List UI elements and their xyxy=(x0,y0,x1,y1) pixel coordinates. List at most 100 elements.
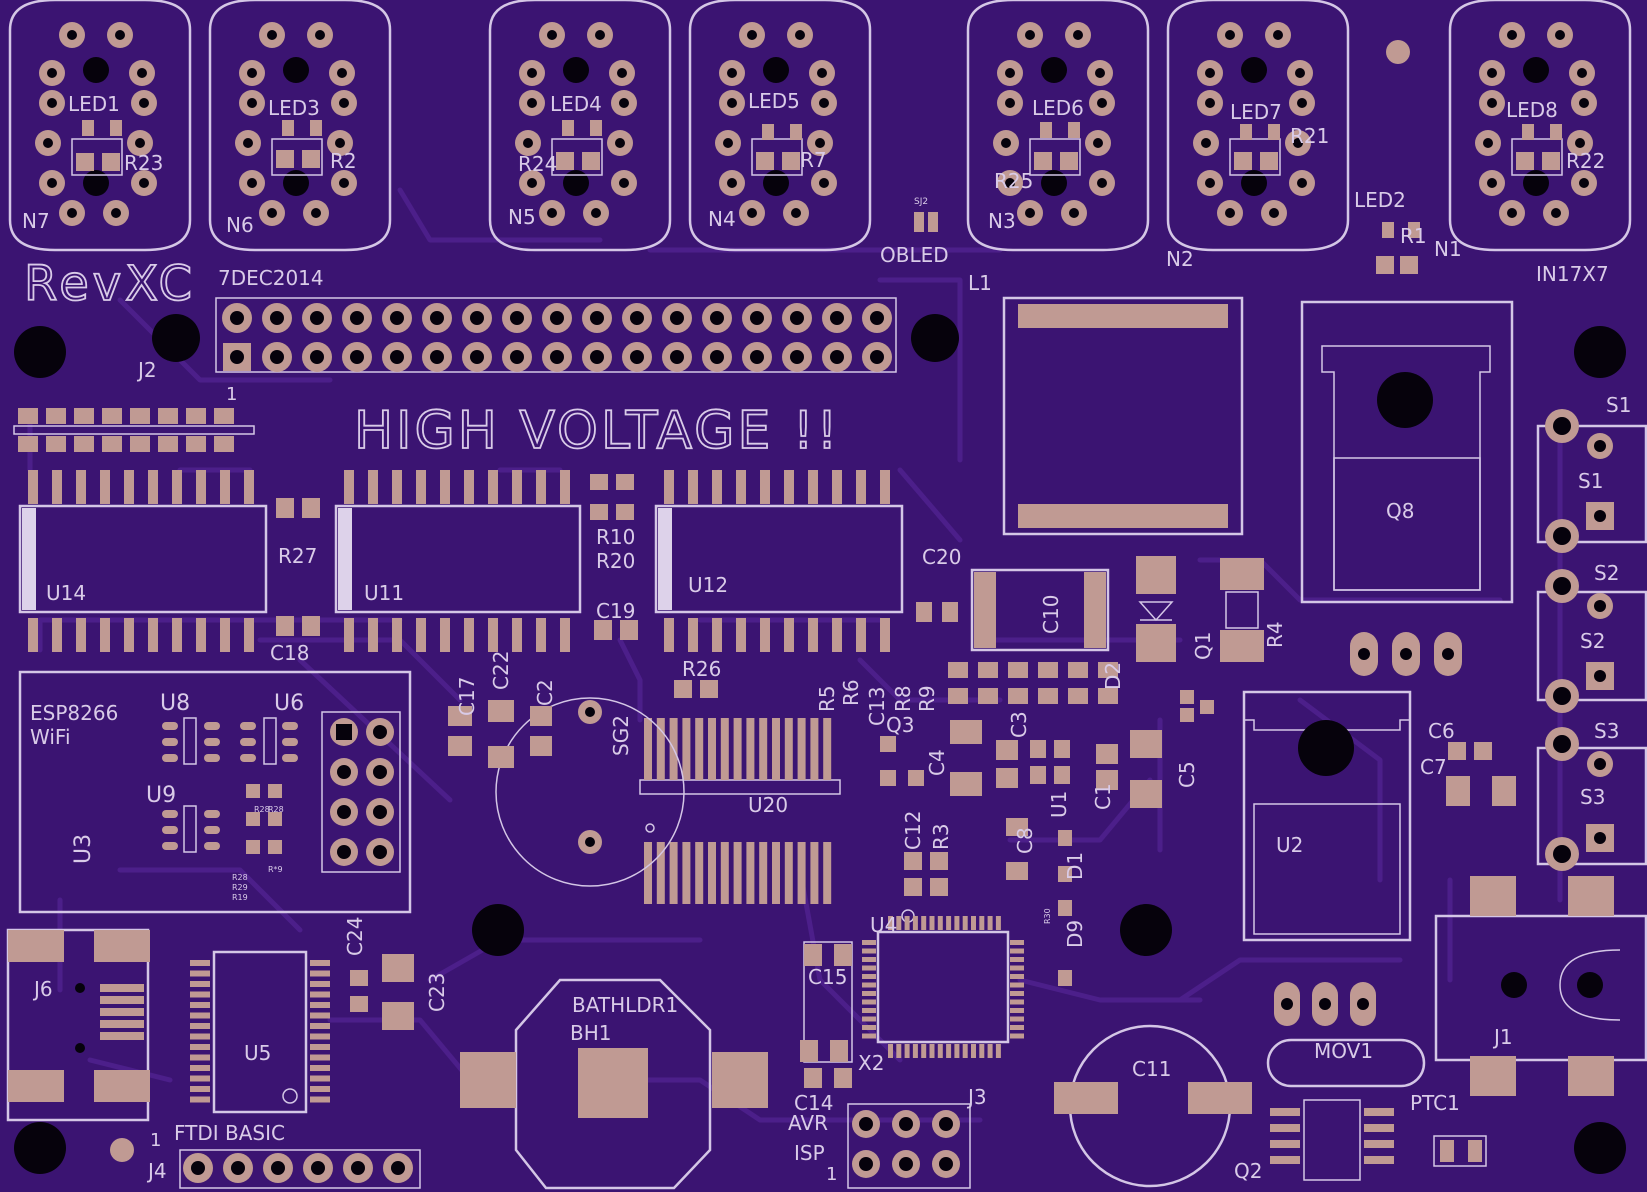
svg-text:Q3: Q3 xyxy=(886,713,914,737)
svg-text:N6: N6 xyxy=(226,213,254,237)
chip-u11 xyxy=(334,470,582,652)
svg-text:C7: C7 xyxy=(1420,755,1447,779)
svg-text:U9: U9 xyxy=(146,783,176,808)
ftdi-header-j4 xyxy=(110,1138,421,1189)
svg-text:R6: R6 xyxy=(839,679,863,706)
nixie-tube-n2 xyxy=(1166,0,1350,252)
nixie-tube-n1 xyxy=(1448,0,1632,252)
capacitor-c11 xyxy=(1054,1024,1252,1188)
svg-text:C11: C11 xyxy=(1132,1057,1171,1081)
svg-text:U2: U2 xyxy=(1276,833,1303,857)
svg-text:C4: C4 xyxy=(925,749,949,776)
svg-text:C13: C13 xyxy=(865,687,889,726)
svg-text:J2: J2 xyxy=(136,358,157,382)
svg-text:R1: R1 xyxy=(1400,224,1427,248)
svg-text:J1: J1 xyxy=(1492,1025,1513,1049)
regulator-u2 xyxy=(1242,690,1412,942)
svg-text:1: 1 xyxy=(226,384,237,405)
svg-text:N4: N4 xyxy=(708,207,736,231)
crystal-x2 xyxy=(800,941,853,1088)
svg-text:U6: U6 xyxy=(274,691,304,716)
varistor-mov1 xyxy=(1266,982,1426,1088)
pad-strip xyxy=(13,408,255,452)
svg-text:MOV1: MOV1 xyxy=(1314,1039,1373,1063)
chip-u14 xyxy=(18,470,268,652)
svg-text:R25: R25 xyxy=(994,169,1033,193)
svg-text:U14: U14 xyxy=(46,581,86,605)
nixie-tube-n3 xyxy=(966,0,1150,252)
svg-text:LED2: LED2 xyxy=(1354,188,1406,212)
svg-text:U12: U12 xyxy=(688,573,728,597)
svg-text:R*9: R*9 xyxy=(268,865,283,874)
svg-text:PTC1: PTC1 xyxy=(1410,1091,1460,1115)
svg-text:R28: R28 xyxy=(268,805,284,814)
mcu-u4 xyxy=(862,909,1024,1058)
svg-text:1: 1 xyxy=(826,1164,837,1185)
svg-text:LED3: LED3 xyxy=(268,96,320,120)
svg-text:R20: R20 xyxy=(596,549,635,573)
svg-text:C3: C3 xyxy=(1007,711,1031,738)
svg-text:C6: C6 xyxy=(1428,719,1455,743)
svg-text:C18: C18 xyxy=(270,641,309,665)
fuse-ptc1 xyxy=(1433,1135,1487,1167)
svg-text:S1: S1 xyxy=(1578,469,1603,493)
silkscreen-labels: RevXC 7DEC2014 HIGH VOLTAGE !! LED1 LED3… xyxy=(22,89,1631,1185)
svg-text:C8: C8 xyxy=(1013,827,1037,854)
svg-text:N5: N5 xyxy=(508,205,536,229)
battery-holder-bh1 xyxy=(460,978,768,1190)
module-esp8266 xyxy=(18,670,412,914)
svg-text:LED1: LED1 xyxy=(68,92,120,116)
svg-text:LED6: LED6 xyxy=(1032,96,1084,120)
svg-text:U1: U1 xyxy=(1047,791,1071,818)
svg-text:J4: J4 xyxy=(146,1159,167,1183)
svg-text:L1: L1 xyxy=(968,271,992,295)
usb-connector-j6 xyxy=(6,928,150,1122)
svg-text:N2: N2 xyxy=(1166,247,1194,271)
svg-text:LED4: LED4 xyxy=(550,92,602,116)
svg-text:ESP8266: ESP8266 xyxy=(30,701,118,725)
svg-text:IN17X7: IN17X7 xyxy=(1536,262,1609,286)
svg-text:Q8: Q8 xyxy=(1386,499,1414,523)
svg-text:C22: C22 xyxy=(489,651,513,690)
svg-text:N1: N1 xyxy=(1434,237,1462,261)
svg-text:LED7: LED7 xyxy=(1230,100,1282,124)
svg-text:S1: S1 xyxy=(1606,393,1631,417)
svg-text:X2: X2 xyxy=(858,1051,884,1075)
svg-text:C23: C23 xyxy=(425,973,449,1012)
svg-text:R24: R24 xyxy=(518,152,557,176)
chip-u12 xyxy=(654,470,904,652)
svg-text:R19: R19 xyxy=(232,893,248,902)
tube-led-pads xyxy=(76,40,1562,274)
misc-smd-parts xyxy=(276,474,1516,986)
svg-text:FTDI BASIC: FTDI BASIC xyxy=(174,1121,285,1145)
svg-text:C20: C20 xyxy=(922,545,961,569)
svg-text:WiFi: WiFi xyxy=(30,725,71,749)
buzzer-sg2 xyxy=(448,697,685,887)
svg-text:N3: N3 xyxy=(988,209,1016,233)
mid-right-components xyxy=(916,556,1264,722)
svg-text:S3: S3 xyxy=(1594,719,1619,743)
svg-text:SG2: SG2 xyxy=(609,715,633,756)
chip-u5 xyxy=(190,950,330,1114)
svg-text:C17: C17 xyxy=(455,677,479,716)
isp-header-j3 xyxy=(847,1103,971,1189)
nixie-tube-n4 xyxy=(688,0,872,252)
svg-text:U4: U4 xyxy=(870,913,897,937)
svg-text:R30: R30 xyxy=(1043,908,1052,924)
svg-text:C2: C2 xyxy=(533,679,557,706)
svg-text:J3: J3 xyxy=(966,1085,987,1109)
header-j2 xyxy=(215,297,897,373)
svg-text:D1: D1 xyxy=(1063,852,1087,880)
svg-text:R2: R2 xyxy=(330,149,357,173)
svg-text:R4: R4 xyxy=(1263,621,1287,648)
svg-text:C15: C15 xyxy=(808,965,847,989)
oval-pads-top xyxy=(1350,632,1462,676)
svg-text:C19: C19 xyxy=(596,599,635,623)
svg-text:ISP: ISP xyxy=(794,1141,825,1165)
svg-text:Q2: Q2 xyxy=(1234,1159,1262,1183)
svg-text:BATHLDR1: BATHLDR1 xyxy=(572,993,678,1017)
board-date: 7DEC2014 xyxy=(218,266,324,290)
svg-text:J6: J6 xyxy=(32,977,53,1001)
svg-text:N7: N7 xyxy=(22,209,50,233)
resistor-array xyxy=(948,662,1118,704)
